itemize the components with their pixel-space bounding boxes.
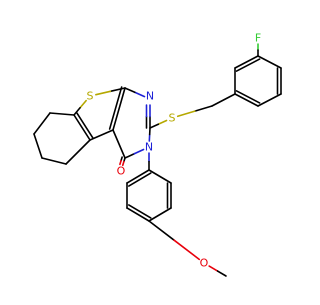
- bond-p4-p5: [149, 208, 171, 221]
- bond-c7a-c3a: [77, 113, 93, 138]
- bond-b4-b5: [258, 94, 281, 106]
- bond-ch2-sl-a: [195, 106, 212, 111]
- bond-cya-cyb: [34, 113, 50, 134]
- molecule-diagram: F S S N N N N O O: [0, 0, 300, 300]
- bond-c3a-c4a: [90, 130, 113, 140]
- bond-p4-om-b: [174, 240, 199, 259]
- bond-cyc-cyd: [42, 158, 66, 164]
- bond-b6-b1: [258, 56, 281, 68]
- bond-p4-om-a: [149, 221, 174, 240]
- bond-c4-n3-b: [134, 149, 143, 153]
- bond-c7a-c3a: [74, 115, 90, 140]
- bond-sl-c2-a: [158, 120, 166, 124]
- bond-p6-p1: [149, 170, 171, 183]
- atom-label-s-link: S: [169, 112, 176, 125]
- bond-c8a-s1-b: [96, 91, 111, 94]
- bond-ch2-sl-b: [178, 111, 195, 116]
- bond-cyd-c3a: [66, 140, 90, 164]
- molecule-structure: F S S N N N N O O: [0, 0, 300, 300]
- bond-c4a-c4: [113, 130, 125, 158]
- atom-label-o-carbonyl: O: [117, 165, 126, 178]
- bond-om-me-a: [209, 266, 217, 271]
- bonds: [34, 44, 281, 276]
- atom-label-s-ring: S: [87, 90, 94, 103]
- bond-nt-c8a-b: [125, 88, 135, 92]
- atom-label-n-bottom: N: [145, 141, 153, 154]
- bond-b3-ch2: [212, 94, 235, 106]
- atom-label-f: F: [255, 32, 261, 45]
- bond-cyb-cyc: [34, 134, 42, 158]
- bond-om-me-b: [218, 271, 226, 276]
- bond-nt-c8a-a: [135, 92, 145, 96]
- bond-c7a-cya: [50, 113, 74, 115]
- atom-label-o-methoxy: O: [200, 257, 209, 270]
- bond-c8a-s1-a: [110, 88, 125, 91]
- bond-sl-c2-b: [150, 124, 158, 128]
- bond-s1-c7a-a: [80, 101, 86, 108]
- bond-c4-n3-a: [125, 154, 134, 158]
- atom-label-n-right: N: [146, 90, 154, 103]
